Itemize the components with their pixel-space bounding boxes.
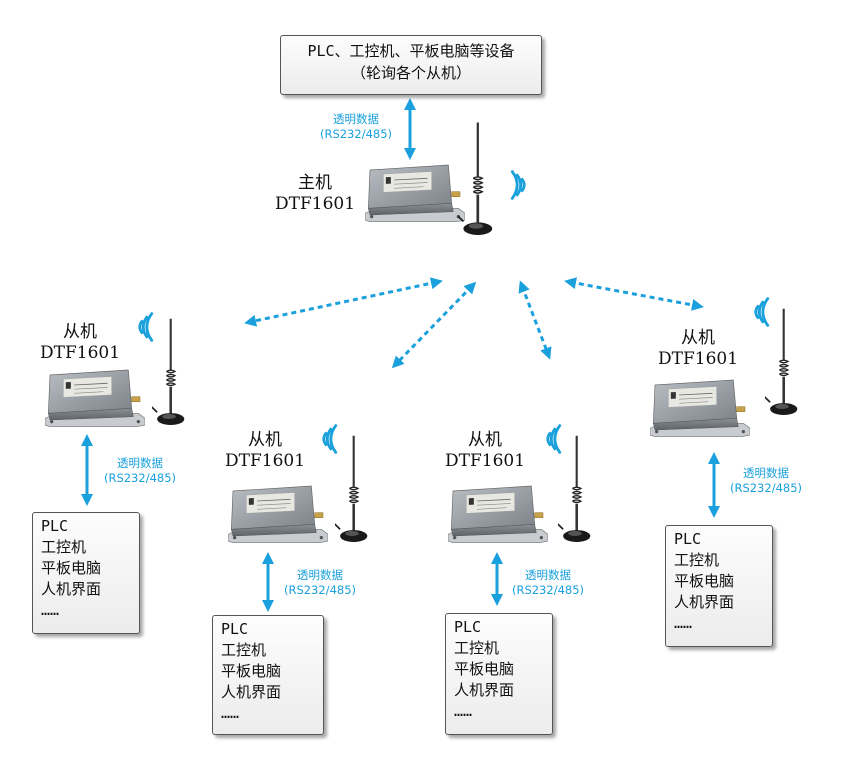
host-device-line2: （轮询各个从机） — [350, 64, 471, 82]
device-item: 工控机 — [454, 639, 500, 657]
slave-3-antenna-icon — [558, 435, 592, 544]
slave-1-radio-module — [45, 369, 145, 428]
master-radio-module — [365, 164, 465, 223]
device-item: …… — [454, 702, 473, 720]
slave-1-model: DTF1601 — [39, 343, 121, 363]
slave-3-radio-module — [448, 485, 548, 544]
link-label-line2: (RS232/485) — [103, 471, 177, 485]
slave-1-link-label: 透明数据 (RS232/485) — [92, 456, 188, 486]
device-item: 工控机 — [221, 641, 267, 659]
slave-4-radio-module — [650, 379, 750, 438]
link-label-line2: (RS232/485) — [729, 481, 803, 495]
slave-4-link-label: 透明数据 (RS232/485) — [718, 466, 814, 496]
link-label-line1: 透明数据 — [525, 568, 571, 582]
link-label-line1: 透明数据 — [117, 456, 163, 470]
device-item: 人机界面 — [221, 683, 282, 701]
slave-3-device-box: PLC 工控机 平板电脑 人机界面 …… — [445, 613, 553, 735]
host-device-line1: PLC、工控机、平板电脑等设备 — [307, 42, 515, 60]
device-item: 人机界面 — [454, 681, 515, 699]
wireless-link-slave-2 — [391, 281, 477, 369]
slave-4-label: 从机 DTF1601 — [638, 328, 758, 370]
slave-3-role: 从机 — [468, 430, 502, 450]
slave-4-role: 从机 — [681, 328, 715, 348]
slave-4-signal-icon — [754, 296, 770, 328]
link-label-line1: 透明数据 — [743, 466, 789, 480]
device-item: 平板电脑 — [221, 662, 282, 680]
link-label-line1: 透明数据 — [333, 112, 379, 126]
master-signal-icon — [510, 169, 527, 201]
link-label-line1: 透明数据 — [297, 568, 343, 582]
master-model: DTF1601 — [274, 194, 356, 214]
device-item: PLC — [454, 618, 482, 636]
wireless-link-slave-4 — [564, 277, 704, 311]
device-item: …… — [674, 614, 693, 632]
link-label-line2: (RS232/485) — [319, 127, 393, 141]
link-label-line2: (RS232/485) — [511, 583, 585, 597]
slave-2-link-label: 透明数据 (RS232/485) — [272, 568, 368, 598]
link-label-line2: (RS232/485) — [283, 583, 357, 597]
device-item: 人机界面 — [41, 580, 102, 598]
master-role: 主机 — [298, 173, 332, 193]
slave-4-antenna-icon — [765, 308, 799, 417]
device-item: …… — [41, 601, 60, 619]
device-item: 工控机 — [674, 551, 720, 569]
slave-3-link-label: 透明数据 (RS232/485) — [500, 568, 596, 598]
device-item: 平板电脑 — [674, 572, 735, 590]
slave-4-model: DTF1601 — [657, 349, 739, 369]
device-item: …… — [221, 704, 240, 722]
device-item: PLC — [221, 620, 249, 638]
slave-2-label: 从机 DTF1601 — [205, 430, 325, 472]
slave-2-model: DTF1601 — [224, 451, 306, 471]
slave-3-label: 从机 DTF1601 — [425, 430, 545, 472]
device-item: PLC — [41, 517, 69, 535]
slave-1-signal-icon — [138, 311, 154, 343]
slave-3-model: DTF1601 — [444, 451, 526, 471]
slave-2-antenna-icon — [335, 435, 369, 544]
slave-2-radio-module — [228, 485, 328, 544]
device-item: 平板电脑 — [454, 660, 515, 678]
slave-2-device-box: PLC 工控机 平板电脑 人机界面 …… — [212, 615, 324, 735]
slave-3-signal-icon — [546, 423, 562, 455]
master-link-label: 透明数据 (RS232/485) — [308, 112, 404, 142]
master-label: 主机 DTF1601 — [270, 173, 360, 215]
device-item: 人机界面 — [674, 593, 735, 611]
slave-2-signal-icon — [322, 423, 338, 455]
slave-1-label: 从机 DTF1601 — [20, 322, 140, 364]
slave-1-role: 从机 — [63, 322, 97, 342]
slave-4-device-box: PLC 工控机 平板电脑 人机界面 …… — [665, 525, 773, 647]
slave-1-device-box: PLC 工控机 平板电脑 人机界面 …… — [32, 512, 140, 634]
device-item: PLC — [674, 530, 702, 548]
slave-2-role: 从机 — [248, 430, 282, 450]
wireless-link-slave-3 — [518, 280, 552, 360]
wireless-link-slave-1 — [244, 277, 443, 327]
device-item: 平板电脑 — [41, 559, 102, 577]
host-device-box: PLC、工控机、平板电脑等设备 （轮询各个从机） — [280, 35, 542, 95]
device-item: 工控机 — [41, 538, 87, 556]
